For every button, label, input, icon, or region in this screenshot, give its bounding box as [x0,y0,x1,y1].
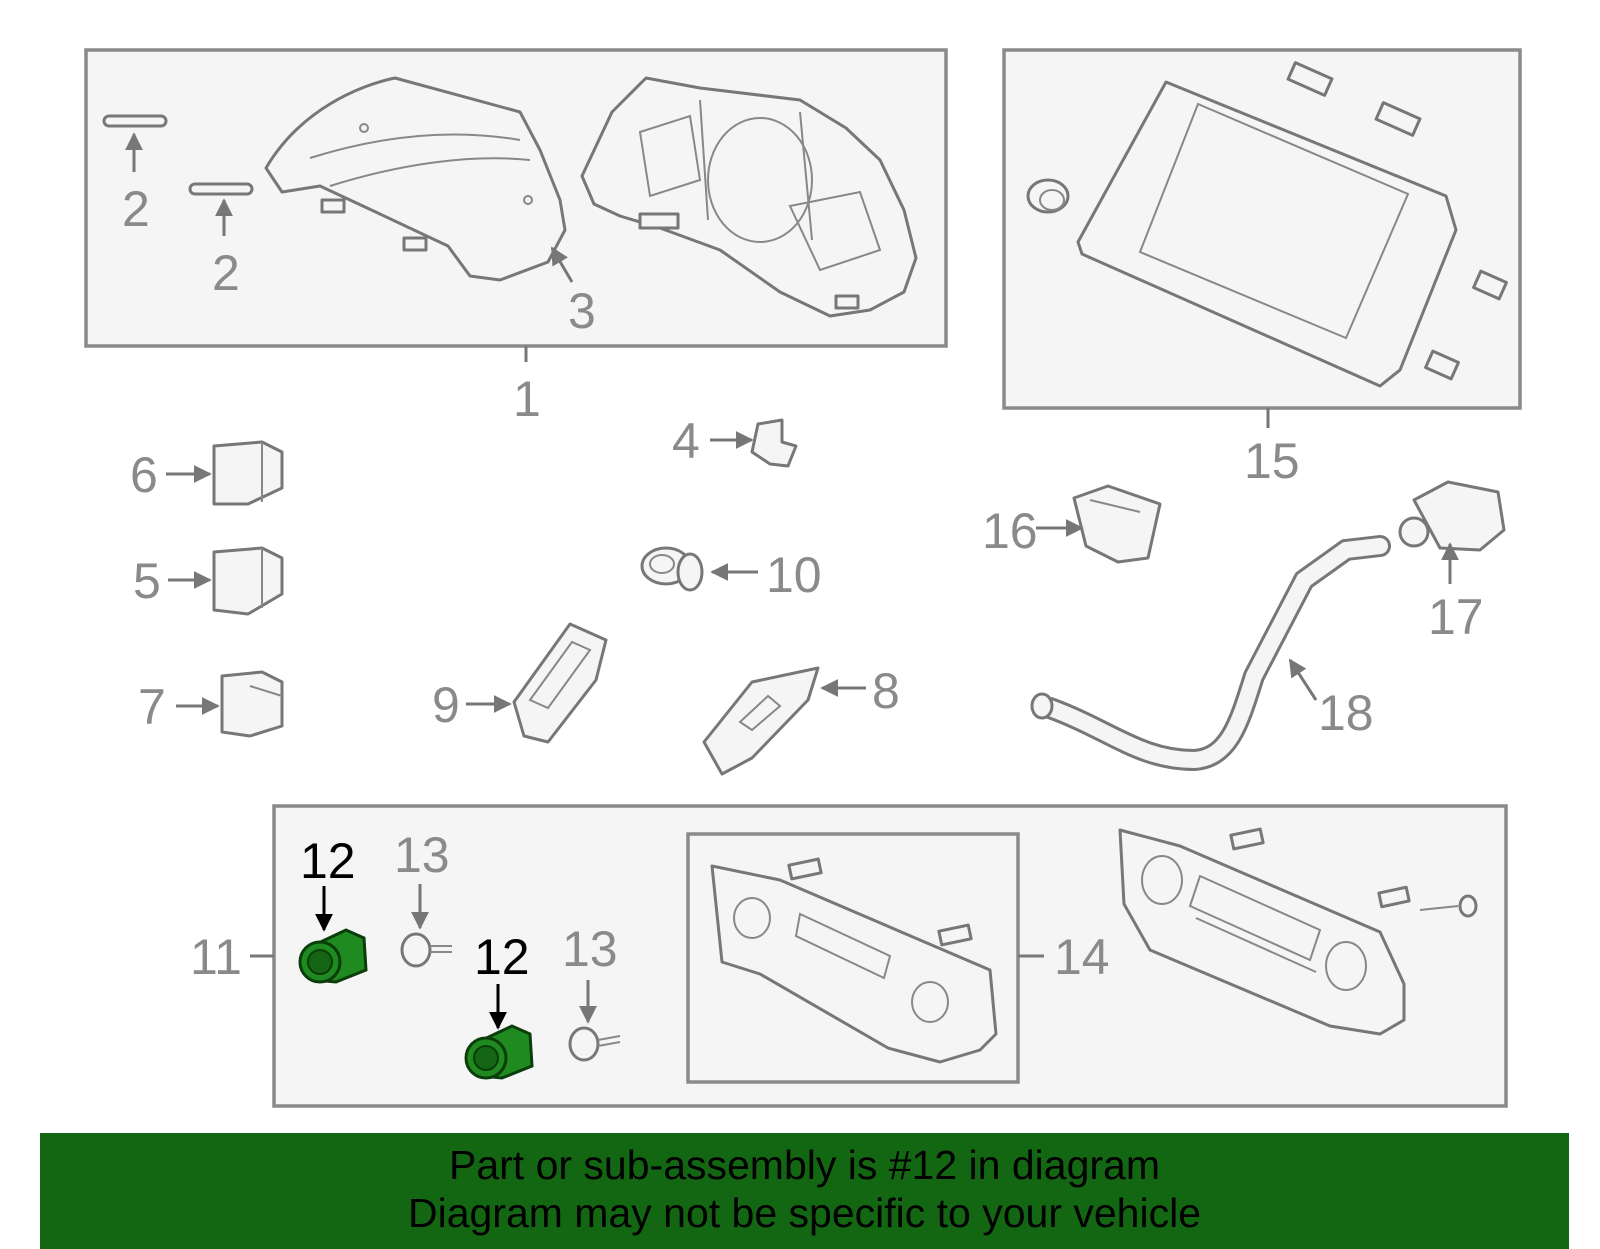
callout-17: 17 [1428,589,1484,645]
part-15-display-unit[interactable] [1076,61,1508,388]
part-5-switch[interactable] [212,546,284,616]
part-2-bulb-upper[interactable] [102,114,168,128]
callout-18: 18 [1318,685,1374,741]
callout-13-lower: 13 [562,921,618,977]
screw[interactable] [1419,894,1478,918]
part-4-switch[interactable] [750,418,798,468]
part-18-usb-cable[interactable] [1030,535,1391,772]
callout-5: 5 [133,553,161,609]
callout-12-lower: 12 [474,929,530,985]
part-3-cluster-lens[interactable] [264,76,567,282]
part-12-knob-upper[interactable] [298,928,368,984]
callout-11: 11 [190,929,242,985]
callout-6: 6 [130,447,158,503]
callout-16: 16 [982,503,1038,559]
callout-12-upper: 12 [300,833,356,889]
part-2-bulb-lower[interactable] [188,182,254,196]
callout-10: 10 [766,547,822,603]
part-6-switch[interactable] [212,440,284,506]
info-banner: Part or sub-assembly is #12 in diagram D… [40,1133,1569,1249]
callout-8: 8 [872,663,900,719]
part-13-bulb-upper[interactable] [400,932,452,968]
callout-4: 4 [672,413,700,469]
climate-control-unit[interactable] [1118,827,1411,1036]
banner-line-2: Diagram may not be specific to your vehi… [407,1190,1201,1236]
part-10-push-switch[interactable] [640,546,704,592]
part-16-socket[interactable] [1072,484,1162,564]
banner-line-1: Part or sub-assembly is #12 in diagram [449,1142,1160,1188]
callout-2-upper: 2 [122,181,150,237]
callout-1: 1 [513,371,541,427]
part-12-knob-lower[interactable] [464,1024,534,1080]
part-17-usb-adapter[interactable] [1398,480,1506,552]
part-8-switch-panel[interactable] [702,666,820,776]
part-13-bulb-lower[interactable] [568,1026,621,1062]
callout-14: 14 [1054,929,1110,985]
callout-2-lower: 2 [212,245,240,301]
part-15-knob[interactable] [1026,178,1070,214]
part-7-blank-cover[interactable] [220,670,284,738]
callout-3: 3 [568,283,596,339]
callout-13-upper: 13 [394,827,450,883]
callout-15: 15 [1244,433,1300,489]
callout-9: 9 [432,677,460,733]
callout-7: 7 [138,679,166,735]
part-14-face-panel[interactable] [710,857,998,1064]
part-9-switch-panel[interactable] [512,622,608,744]
part-1-cluster-housing[interactable] [580,76,918,318]
